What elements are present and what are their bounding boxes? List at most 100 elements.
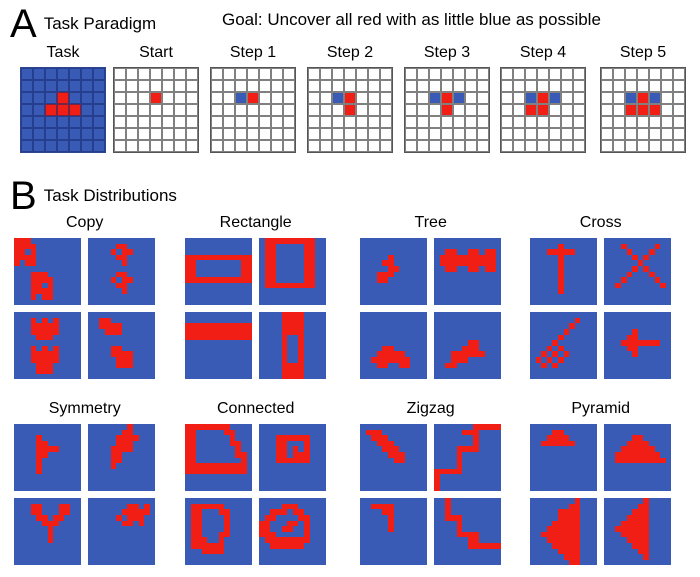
grid-cell[interactable] xyxy=(368,104,380,116)
grid-cell[interactable] xyxy=(114,80,126,92)
grid-cell[interactable] xyxy=(549,104,561,116)
grid-cell[interactable] xyxy=(114,128,126,140)
grid-cell[interactable] xyxy=(573,92,585,104)
grid-cell[interactable] xyxy=(223,128,235,140)
pattern-grid[interactable] xyxy=(14,424,82,492)
grid-cell[interactable] xyxy=(247,92,259,104)
grid-cell[interactable] xyxy=(33,92,45,104)
grid-cell[interactable] xyxy=(613,80,625,92)
pattern-grid[interactable] xyxy=(360,424,428,492)
grid-cell[interactable] xyxy=(320,80,332,92)
grid-cell[interactable] xyxy=(537,80,549,92)
grid-cell[interactable] xyxy=(561,116,573,128)
grid-cell[interactable] xyxy=(283,104,295,116)
grid-cell[interactable] xyxy=(368,128,380,140)
grid-cell[interactable] xyxy=(417,92,429,104)
grid-cell[interactable] xyxy=(283,80,295,92)
grid-cell[interactable] xyxy=(138,80,150,92)
paradigm-grid[interactable] xyxy=(210,67,296,153)
pattern-grid[interactable] xyxy=(434,498,502,566)
grid-cell[interactable] xyxy=(673,128,685,140)
grid-cell[interactable] xyxy=(601,104,613,116)
grid-cell[interactable] xyxy=(501,80,513,92)
grid-cell[interactable] xyxy=(513,128,525,140)
grid-cell[interactable] xyxy=(174,140,186,152)
grid-cell[interactable] xyxy=(126,68,138,80)
pattern-grid[interactable] xyxy=(88,238,156,306)
grid-cell[interactable] xyxy=(332,68,344,80)
grid-cell[interactable] xyxy=(33,80,45,92)
grid-cell[interactable] xyxy=(344,92,356,104)
grid-cell[interactable] xyxy=(356,104,368,116)
grid-cell[interactable] xyxy=(271,80,283,92)
grid-cell[interactable] xyxy=(45,140,57,152)
grid-cell[interactable] xyxy=(320,68,332,80)
grid-cell[interactable] xyxy=(69,68,81,80)
grid-cell[interactable] xyxy=(150,104,162,116)
grid-cell[interactable] xyxy=(429,80,441,92)
grid-cell[interactable] xyxy=(477,104,489,116)
grid-cell[interactable] xyxy=(45,128,57,140)
grid-cell[interactable] xyxy=(211,140,223,152)
pattern-grid[interactable] xyxy=(88,498,156,566)
grid-cell[interactable] xyxy=(405,80,417,92)
grid-cell[interactable] xyxy=(174,104,186,116)
grid-cell[interactable] xyxy=(259,104,271,116)
grid-cell[interactable] xyxy=(417,116,429,128)
pattern-grid[interactable] xyxy=(604,498,672,566)
pattern-grid[interactable] xyxy=(360,498,428,566)
grid-cell[interactable] xyxy=(661,68,673,80)
grid-cell[interactable] xyxy=(649,116,661,128)
grid-cell[interactable] xyxy=(465,128,477,140)
paradigm-grid[interactable] xyxy=(600,67,686,153)
paradigm-grid[interactable] xyxy=(20,67,106,153)
grid-cell[interactable] xyxy=(501,128,513,140)
grid-cell[interactable] xyxy=(45,104,57,116)
grid-cell[interactable] xyxy=(344,140,356,152)
grid-cell[interactable] xyxy=(344,104,356,116)
grid-cell[interactable] xyxy=(308,68,320,80)
grid-cell[interactable] xyxy=(138,128,150,140)
grid-cell[interactable] xyxy=(150,116,162,128)
grid-cell[interactable] xyxy=(211,116,223,128)
grid-cell[interactable] xyxy=(247,140,259,152)
grid-cell[interactable] xyxy=(525,92,537,104)
grid-cell[interactable] xyxy=(320,128,332,140)
grid-cell[interactable] xyxy=(429,116,441,128)
grid-cell[interactable] xyxy=(625,140,637,152)
grid-cell[interactable] xyxy=(417,140,429,152)
grid-cell[interactable] xyxy=(649,140,661,152)
grid-cell[interactable] xyxy=(162,116,174,128)
grid-cell[interactable] xyxy=(537,92,549,104)
grid-cell[interactable] xyxy=(186,68,198,80)
grid-cell[interactable] xyxy=(81,140,93,152)
grid-cell[interactable] xyxy=(625,92,637,104)
grid-cell[interactable] xyxy=(126,140,138,152)
grid-cell[interactable] xyxy=(477,92,489,104)
grid-cell[interactable] xyxy=(380,140,392,152)
grid-cell[interactable] xyxy=(601,68,613,80)
grid-cell[interactable] xyxy=(308,104,320,116)
grid-cell[interactable] xyxy=(93,68,105,80)
grid-cell[interactable] xyxy=(332,92,344,104)
grid-cell[interactable] xyxy=(332,128,344,140)
grid-cell[interactable] xyxy=(637,92,649,104)
grid-cell[interactable] xyxy=(162,104,174,116)
grid-cell[interactable] xyxy=(211,80,223,92)
grid-cell[interactable] xyxy=(283,140,295,152)
grid-cell[interactable] xyxy=(537,140,549,152)
grid-cell[interactable] xyxy=(501,140,513,152)
grid-cell[interactable] xyxy=(537,128,549,140)
grid-cell[interactable] xyxy=(308,80,320,92)
grid-cell[interactable] xyxy=(162,80,174,92)
grid-cell[interactable] xyxy=(380,68,392,80)
grid-cell[interactable] xyxy=(93,116,105,128)
grid-cell[interactable] xyxy=(537,116,549,128)
grid-cell[interactable] xyxy=(405,104,417,116)
grid-cell[interactable] xyxy=(477,116,489,128)
grid-cell[interactable] xyxy=(573,68,585,80)
grid-cell[interactable] xyxy=(344,68,356,80)
grid-cell[interactable] xyxy=(211,128,223,140)
grid-cell[interactable] xyxy=(513,116,525,128)
grid-cell[interactable] xyxy=(69,80,81,92)
